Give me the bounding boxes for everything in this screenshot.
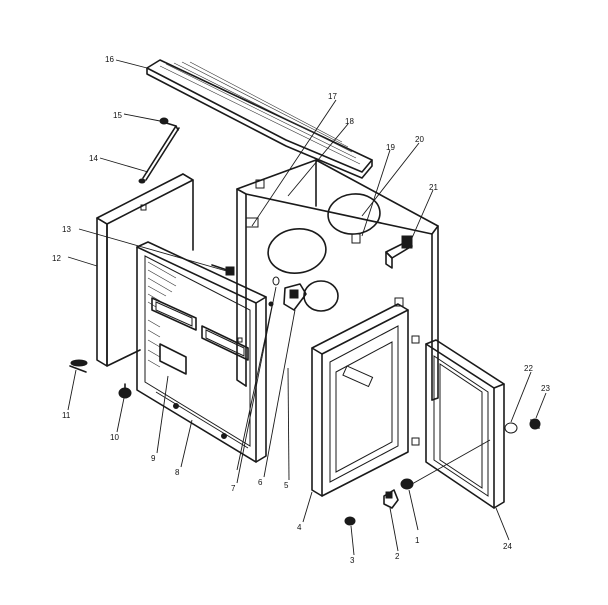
callout-1: 1 (415, 536, 420, 545)
callout-5: 5 (284, 481, 289, 490)
callout-18: 18 (345, 117, 354, 126)
top-lid-panel (146, 59, 373, 179)
callout-14: 14 (89, 154, 98, 163)
latch-hardware (344, 478, 414, 526)
glass-door (411, 339, 505, 509)
callout-2: 2 (395, 552, 400, 561)
callout-19: 19 (386, 143, 395, 152)
callout-20: 20 (415, 135, 424, 144)
callout-23: 23 (541, 384, 550, 393)
callout-11: 11 (62, 411, 71, 420)
lid-support-rod (138, 117, 180, 184)
callout-22: 22 (524, 364, 533, 373)
front-door-frame (311, 303, 409, 497)
caster-wheel-front (118, 383, 132, 399)
callout-6: 6 (258, 478, 263, 487)
callout-21: 21 (429, 183, 438, 192)
callout-15: 15 (113, 111, 122, 120)
callout-17: 17 (328, 92, 337, 101)
door-knobs (504, 418, 541, 434)
back-panel (236, 159, 439, 446)
callout-4: 4 (297, 523, 302, 532)
front-frame-hardware (211, 264, 307, 311)
callout-13: 13 (62, 225, 71, 234)
caster-wheel-left (69, 359, 88, 373)
callout-8: 8 (175, 468, 180, 477)
leader-lines (67, 59, 547, 556)
callout-7: 7 (231, 484, 236, 493)
callout-24: 24 (503, 542, 512, 551)
callout-9: 9 (151, 454, 156, 463)
left-side-panel (96, 173, 194, 367)
callout-16: 16 (105, 55, 114, 64)
callout-12: 12 (52, 254, 61, 263)
hinge-bracket (385, 235, 413, 269)
callout-labels: 1 2 3 4 5 6 7 8 9 10 11 12 13 14 15 16 1… (52, 55, 550, 565)
callout-3: 3 (350, 556, 355, 565)
callout-10: 10 (110, 433, 119, 442)
